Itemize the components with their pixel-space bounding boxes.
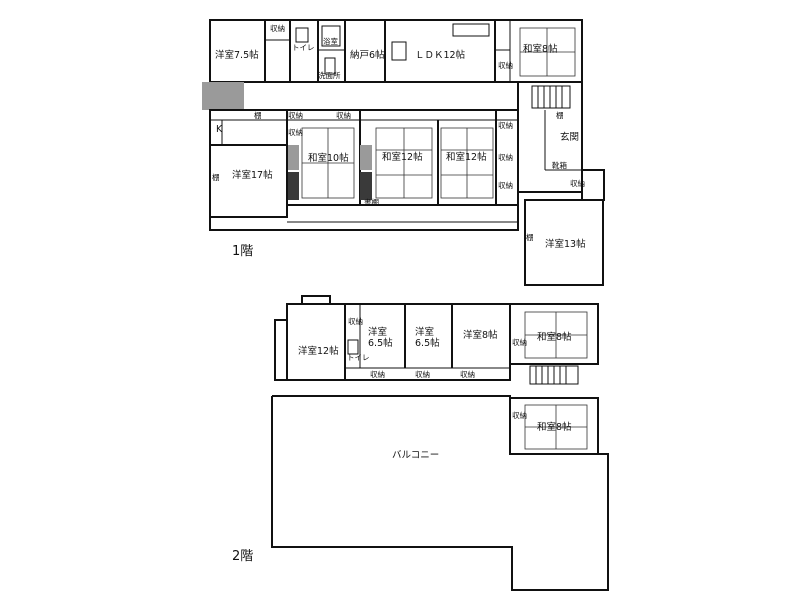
storage-label: 収納 bbox=[498, 180, 513, 190]
shelf-label: 棚 bbox=[254, 110, 262, 120]
tokonoma-label: 書棚 bbox=[364, 197, 379, 207]
room-label: 6.5帖 bbox=[415, 337, 440, 349]
floor2-label: 2階 bbox=[232, 549, 253, 564]
room-label: 和室12帖 bbox=[382, 151, 423, 163]
storage-label: 収納 bbox=[460, 369, 475, 379]
floor2-main-block bbox=[286, 303, 511, 381]
room-label: 和室12帖 bbox=[446, 151, 487, 163]
shoebox-label: 靴箱 bbox=[552, 160, 567, 170]
storage-label: 収納 bbox=[512, 410, 527, 420]
floor2-stairs bbox=[529, 365, 579, 385]
toilet-fixture bbox=[295, 27, 309, 43]
floor1-room17 bbox=[209, 144, 288, 218]
storage-label: 収納 bbox=[498, 60, 513, 70]
room-label: 洋室13帖 bbox=[545, 238, 586, 250]
room-label: 和室8帖 bbox=[537, 421, 572, 433]
tatami-8-f2a bbox=[524, 311, 588, 359]
toilet-fixture-f2 bbox=[347, 339, 359, 355]
bathtub-fixture bbox=[321, 25, 341, 47]
floor2-plan: 洋室12帖 洋室 6.5帖 洋室 6.5帖 洋室8帖 和室8帖 和室8帖 トイレ… bbox=[232, 295, 609, 591]
room-label: 和室8帖 bbox=[523, 43, 558, 55]
room-label: 洋室 bbox=[368, 326, 387, 338]
shelf-label: 棚 bbox=[212, 172, 220, 182]
room-label: 洋室 bbox=[415, 326, 434, 338]
storage-label: 収納 bbox=[288, 110, 303, 120]
storage-label: 収納 bbox=[570, 178, 585, 188]
room-label: 洋室7.5帖 bbox=[215, 49, 259, 61]
storage-label: 収納 bbox=[270, 23, 285, 33]
balcony-outline bbox=[271, 395, 609, 591]
washer-fixture bbox=[324, 57, 336, 75]
room-label: 浴室 bbox=[323, 36, 338, 46]
floor2-washitsu-top bbox=[509, 303, 599, 365]
room-label: ＬＤＫ12帖 bbox=[415, 49, 466, 61]
floor1-plan: 洋室7.5帖 トイレ 浴室 洗面所 納戸6帖 ＬＤＫ12帖 和室8帖 K 洋室1… bbox=[202, 19, 605, 286]
room-label: 洗面所 bbox=[318, 70, 341, 80]
patio-shade bbox=[202, 82, 244, 110]
storage-label: 収納 bbox=[288, 127, 303, 137]
storage-label: 収納 bbox=[370, 369, 385, 379]
shelf-label: 棚 bbox=[526, 232, 534, 242]
shelf-label: 棚 bbox=[556, 110, 564, 120]
kitchen-fixture bbox=[391, 41, 407, 61]
storage-label: 収納 bbox=[512, 337, 527, 347]
room-label: 玄関 bbox=[560, 131, 579, 143]
room-label: 洋室17帖 bbox=[232, 169, 273, 181]
room-label: 洋室12帖 bbox=[298, 345, 339, 357]
room-label: 和室10帖 bbox=[308, 152, 349, 164]
storage-label: 収納 bbox=[498, 152, 513, 162]
storage-label: 収納 bbox=[336, 110, 351, 120]
floor1-label: 1階 bbox=[232, 244, 253, 259]
tatami-12a bbox=[375, 127, 433, 199]
tatami-8-f2b bbox=[524, 404, 588, 450]
room-label: 洋室8帖 bbox=[463, 329, 498, 341]
storage-label: 収納 bbox=[415, 369, 430, 379]
storage-label: 収納 bbox=[498, 120, 513, 130]
room-label: 和室8帖 bbox=[537, 331, 572, 343]
tatami-10 bbox=[301, 127, 355, 199]
room-label: 納戸6帖 bbox=[350, 49, 385, 61]
storage-label: 収納 bbox=[348, 316, 363, 326]
floor1-stairs bbox=[531, 85, 571, 109]
balcony-label: バルコニー bbox=[392, 450, 439, 461]
room-label: K bbox=[216, 124, 223, 135]
tatami-12b bbox=[440, 127, 494, 199]
floor1-top-wing bbox=[209, 19, 583, 83]
room-label: トイレ bbox=[347, 353, 370, 362]
room-label: 6.5帖 bbox=[368, 337, 393, 349]
tatami-8-top bbox=[519, 27, 576, 77]
counter-fixture bbox=[452, 23, 490, 37]
floor1-room13 bbox=[524, 199, 604, 286]
room-label: トイレ bbox=[292, 43, 315, 52]
floor1-hall bbox=[517, 81, 583, 193]
